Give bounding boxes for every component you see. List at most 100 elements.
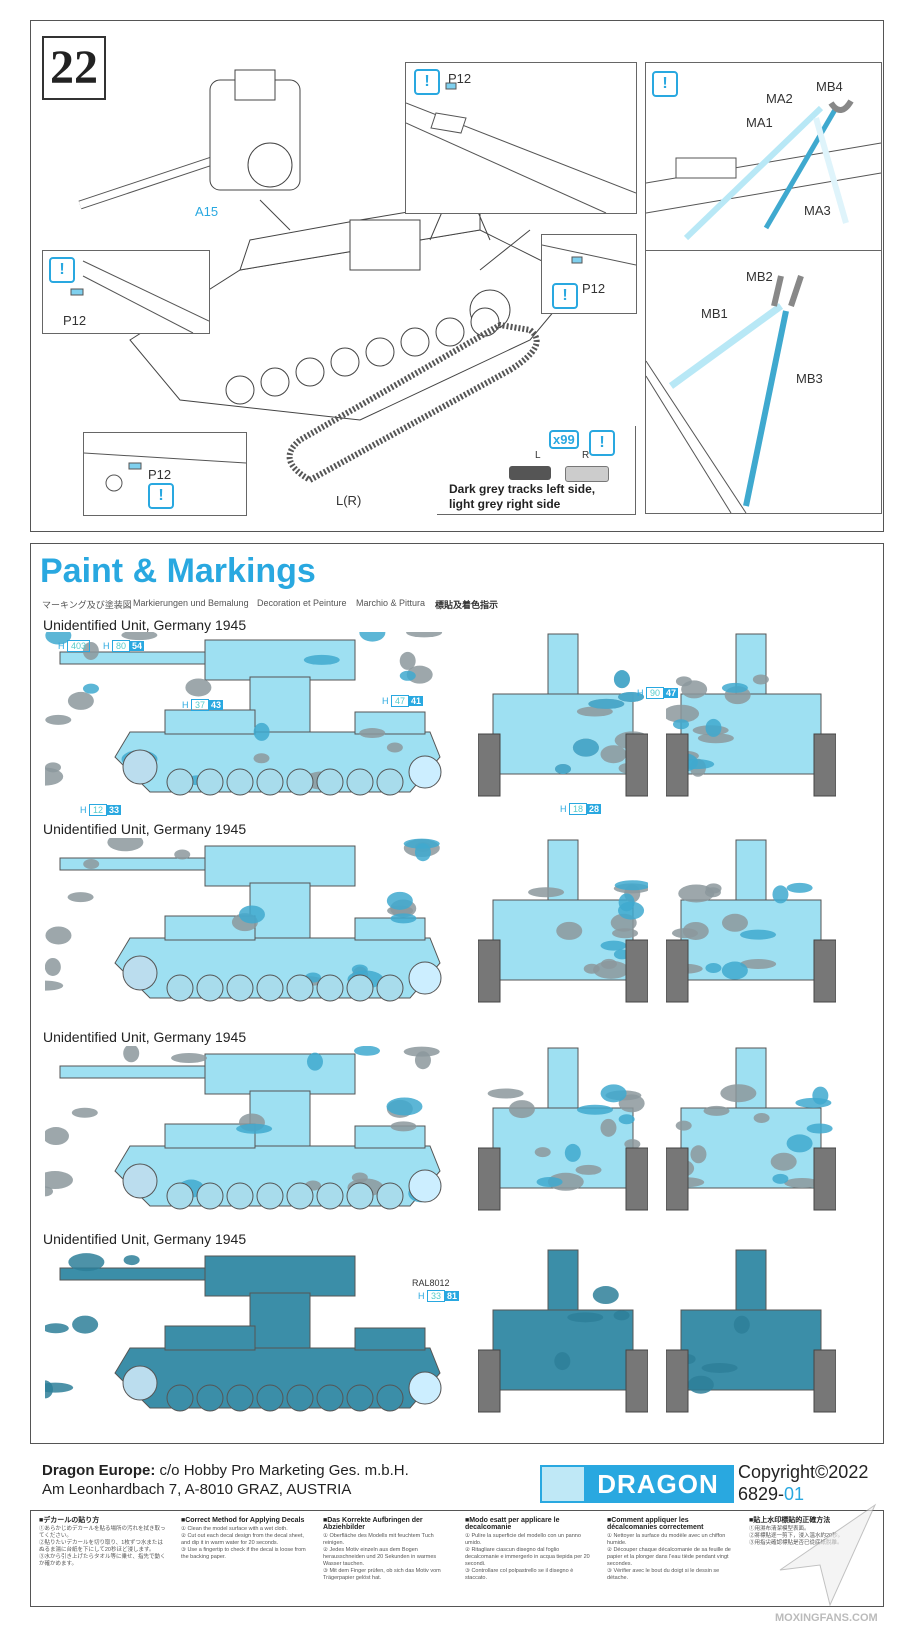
callout-h: H (182, 700, 189, 710)
camo-patch (753, 1112, 770, 1123)
camo-patch (185, 678, 212, 697)
camo-patch (703, 1105, 730, 1116)
hull-front (492, 1309, 634, 1391)
decal-step: ① Oberfläche des Modells mit feuchtem Tu… (323, 1533, 434, 1546)
road-wheel (346, 768, 374, 796)
road-wheel (196, 768, 224, 796)
subtitle-cn: 標貼及着色指示 (435, 600, 499, 610)
camo-patch (572, 738, 599, 757)
camo-patch (673, 719, 690, 730)
decal-step: ③ Controllare col polpastrello se il dis… (465, 1568, 574, 1581)
decal-step: ①用濕布清潔模型表面。 (749, 1526, 810, 1532)
inset-travel-lock-b: MB2 MB1 MB3 (645, 250, 882, 514)
track-left (478, 939, 501, 1003)
road-wheel (316, 1384, 344, 1412)
copyright: Copyright©2022 (738, 1462, 869, 1482)
callout-code-alt: 47 (664, 688, 679, 698)
variant-1-unit: Unidentified Unit, Germany 1945 (43, 617, 247, 633)
distributor-line1: Dragon Europe: c/o Hobby Pro Marketing G… (42, 1462, 409, 1479)
camo-patch (671, 928, 698, 939)
camo-patch (772, 1173, 789, 1184)
road-wheel (256, 974, 284, 1002)
road-wheel (196, 1384, 224, 1412)
camo-patch (82, 641, 99, 660)
decal-col-it: ■Modo esatt per applicare le decalcomani… (465, 1517, 593, 1582)
rear-view-3 (666, 1047, 836, 1211)
callout-code: 18 (569, 803, 588, 815)
subtitle-jp: マーキング及び塗装図 (42, 600, 132, 610)
road-wheel (286, 1182, 314, 1210)
rear-view-1 (666, 633, 836, 797)
decal-step: ①あらかじめデカールを貼る場所の汚れを拭き取ってください。 (39, 1526, 166, 1539)
camo-patch (705, 962, 722, 973)
callout-code-alt: 28 (587, 804, 602, 814)
callout-code: 80 (112, 640, 131, 652)
camo-patch (701, 1362, 738, 1373)
decal-col-fr: ■Comment appliquer les décalcomanies cor… (607, 1517, 735, 1582)
road-wheel (256, 768, 284, 796)
callout-code-alt: 41 (409, 696, 424, 706)
light-track-link-icon (565, 466, 609, 482)
track-left (666, 733, 689, 797)
callout-code: 12 (89, 804, 108, 816)
flak-gun-drawing (78, 69, 301, 210)
camo-patch (45, 767, 64, 786)
camo-patch (83, 858, 100, 869)
dragon-logo: DRAGON (540, 1465, 734, 1503)
track-left (478, 1349, 501, 1413)
camo-patch (487, 1088, 524, 1099)
callout-code-alt: 54 (130, 641, 145, 651)
dragon-brand: DRAGON (584, 1467, 732, 1501)
side-view-2 (45, 838, 442, 1002)
callout-h: H (382, 696, 389, 706)
road-wheel (226, 974, 254, 1002)
track-left (478, 733, 501, 797)
camo-patch (687, 1375, 714, 1394)
decal-step: ②將標貼逐一剪下，浸入溫水約20秒。 (749, 1533, 844, 1539)
camo-patch (618, 691, 645, 702)
camo-patch (567, 1312, 604, 1323)
camo-patch (82, 683, 99, 694)
idler-wheel (408, 755, 442, 789)
camo-patch (45, 714, 72, 725)
camo-patch (583, 963, 600, 974)
gun-front (735, 839, 767, 901)
track-left (666, 1147, 689, 1211)
callout-code: 37 (191, 699, 210, 711)
road-wheel (166, 974, 194, 1002)
drive-sprocket (122, 749, 158, 785)
track-right (813, 733, 836, 797)
part-label-p12: P12 (63, 313, 87, 328)
camo-patch (600, 940, 627, 951)
camo-patch (618, 1114, 635, 1125)
camo-patch (592, 1286, 619, 1305)
inset-drawing (542, 244, 636, 266)
camo-patch (806, 1123, 833, 1134)
camo-patch (733, 1315, 750, 1334)
glue-icon: ! (589, 430, 615, 456)
camo-patch (564, 1143, 581, 1162)
subtitle-fr: Decoration et Peinture (257, 598, 347, 608)
side-view-4 (45, 1253, 442, 1412)
decal-step: ③用指尖確認標貼是否已從底紙脫離。 (749, 1540, 843, 1546)
callout-code-alt: 33 (107, 805, 122, 815)
road-wheel (286, 768, 314, 796)
camo-patch (107, 838, 144, 852)
road-wheel (166, 1384, 194, 1412)
camo-patch (390, 913, 417, 924)
camo-patch (666, 704, 700, 723)
camo-patch (784, 1177, 821, 1188)
glue-icon: ! (148, 483, 174, 509)
camo-patch (238, 905, 265, 924)
camo-patch (359, 632, 386, 642)
decal-step: ② Ritagliare ciascun disegno dal foglio … (465, 1547, 590, 1567)
camo-patch (720, 1084, 757, 1103)
camo-patch (600, 745, 627, 764)
track-left (666, 939, 689, 1003)
